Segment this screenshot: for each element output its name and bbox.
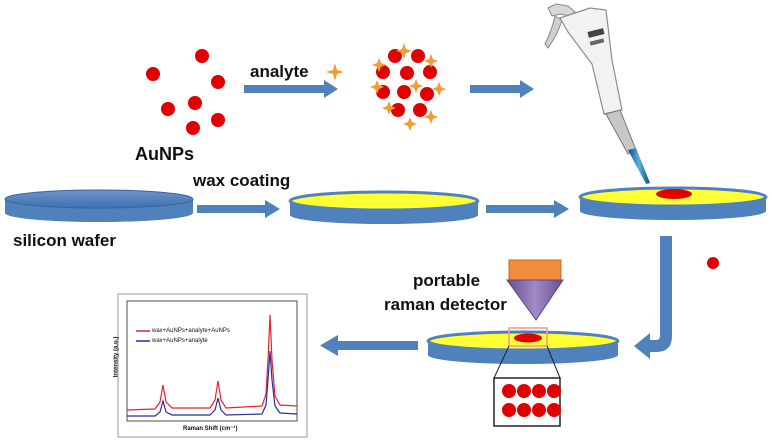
- chart-x-axis-label: Raman Shift (cm⁻¹): [183, 426, 238, 432]
- measurement-wafer: [426, 327, 620, 364]
- falling-droplet: [707, 257, 719, 269]
- pipette-icon: [544, 3, 650, 184]
- chart-y-axis-label: Intensity (a.u.): [113, 336, 120, 378]
- analyte-sparkle-icon: [326, 63, 344, 81]
- silicon-wafer: [4, 189, 194, 222]
- wax-coating-label: wax coating: [193, 171, 291, 190]
- arrow-to-detection: [634, 236, 672, 359]
- raman-detector-icon: [506, 259, 564, 321]
- arrow-wax-coating: [197, 200, 280, 218]
- silicon-wafer-label: silicon wafer: [13, 231, 116, 250]
- aunp-analyte-mixture: [370, 43, 446, 131]
- arrow-to-pipette: [470, 80, 534, 98]
- aunps-label: AuNPs: [135, 144, 195, 164]
- spectrum-series-blue: [127, 350, 298, 417]
- legend-entry-blue: wax+AuNPs+analyte: [152, 338, 208, 344]
- spectrum-series-red: [126, 314, 298, 411]
- wax-coated-wafer: [288, 190, 480, 224]
- spotted-wafer: [578, 186, 768, 220]
- legend-entry-red: wax+AuNPs+analyte+AuNPs: [152, 328, 230, 334]
- raman-spectrum-chart: [117, 293, 308, 438]
- arrow-to-spectrum: [320, 335, 418, 356]
- zoom-inset: [493, 345, 561, 427]
- arrow-add-analyte: [244, 80, 338, 98]
- detector-label-line2: raman detector: [384, 295, 507, 314]
- analyte-label: analyte: [250, 62, 309, 81]
- detector-label-line1: portable: [413, 271, 481, 290]
- aunp-particles: [146, 49, 225, 135]
- arrow-to-spotted-wafer: [486, 200, 569, 218]
